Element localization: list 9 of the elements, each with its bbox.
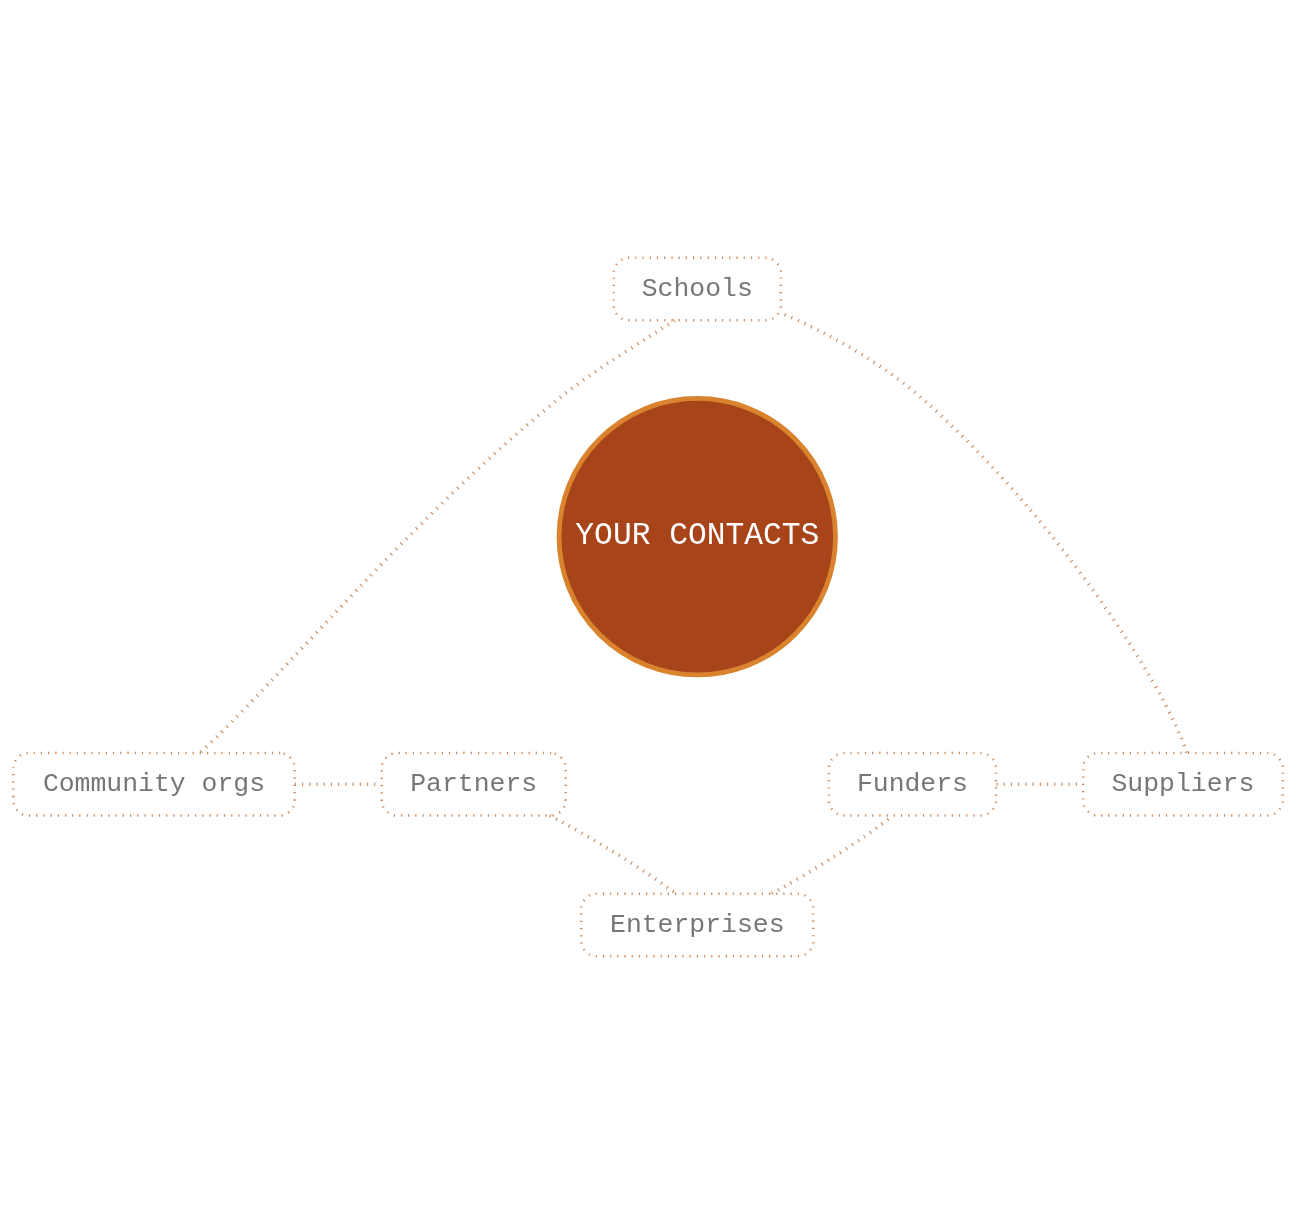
node-box: Schools <box>612 256 783 322</box>
node-box: Partners <box>380 751 567 817</box>
node-box: Funders <box>827 751 998 817</box>
node-box: Community orgs <box>12 751 296 817</box>
connector <box>198 318 676 755</box>
connector <box>549 814 677 896</box>
node-circle: YOUR CONTACTS <box>556 396 838 678</box>
node-box: Suppliers <box>1081 751 1284 817</box>
node-box: Enterprises <box>580 892 815 958</box>
